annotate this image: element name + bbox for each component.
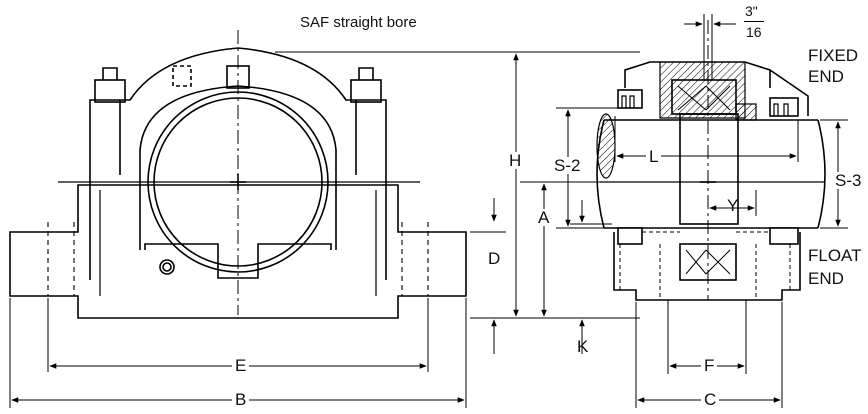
- dim-label-E: E: [232, 357, 250, 374]
- drawing-caption: SAF straight bore: [300, 14, 417, 31]
- fixed-end-line1: FIXED: [808, 46, 859, 65]
- left-bolt: [94, 79, 126, 103]
- front-dimensions: [9, 51, 640, 408]
- front-view: [9, 30, 467, 319]
- dim-label-S3: S-3: [833, 171, 864, 190]
- lower-housing: [613, 232, 801, 301]
- side-view: [596, 20, 826, 301]
- dim-label-D: D: [488, 249, 501, 268]
- dim-label-S2: S-2: [552, 156, 583, 175]
- fraction-bar: [744, 21, 764, 22]
- dim-label-L: L: [646, 148, 662, 165]
- housing-base: [9, 184, 467, 319]
- dim-label-A: A: [536, 208, 552, 227]
- right-bolt: [350, 79, 382, 103]
- fixed-end-line2: END: [808, 67, 844, 86]
- clearance-denominator: 16: [746, 24, 762, 40]
- dim-label-H: H: [506, 152, 525, 169]
- dim-label-B: B: [232, 391, 250, 408]
- dim-label-F: F: [701, 357, 718, 374]
- shaft: [604, 119, 818, 229]
- dim-label-K: K: [577, 337, 589, 356]
- dim-label-Y: Y: [727, 196, 739, 215]
- dim-label-C: C: [701, 391, 720, 408]
- float-end-line2: END: [808, 269, 844, 288]
- float-end-line1: FLOAT: [808, 246, 862, 265]
- clearance-numerator: 3": [745, 3, 758, 19]
